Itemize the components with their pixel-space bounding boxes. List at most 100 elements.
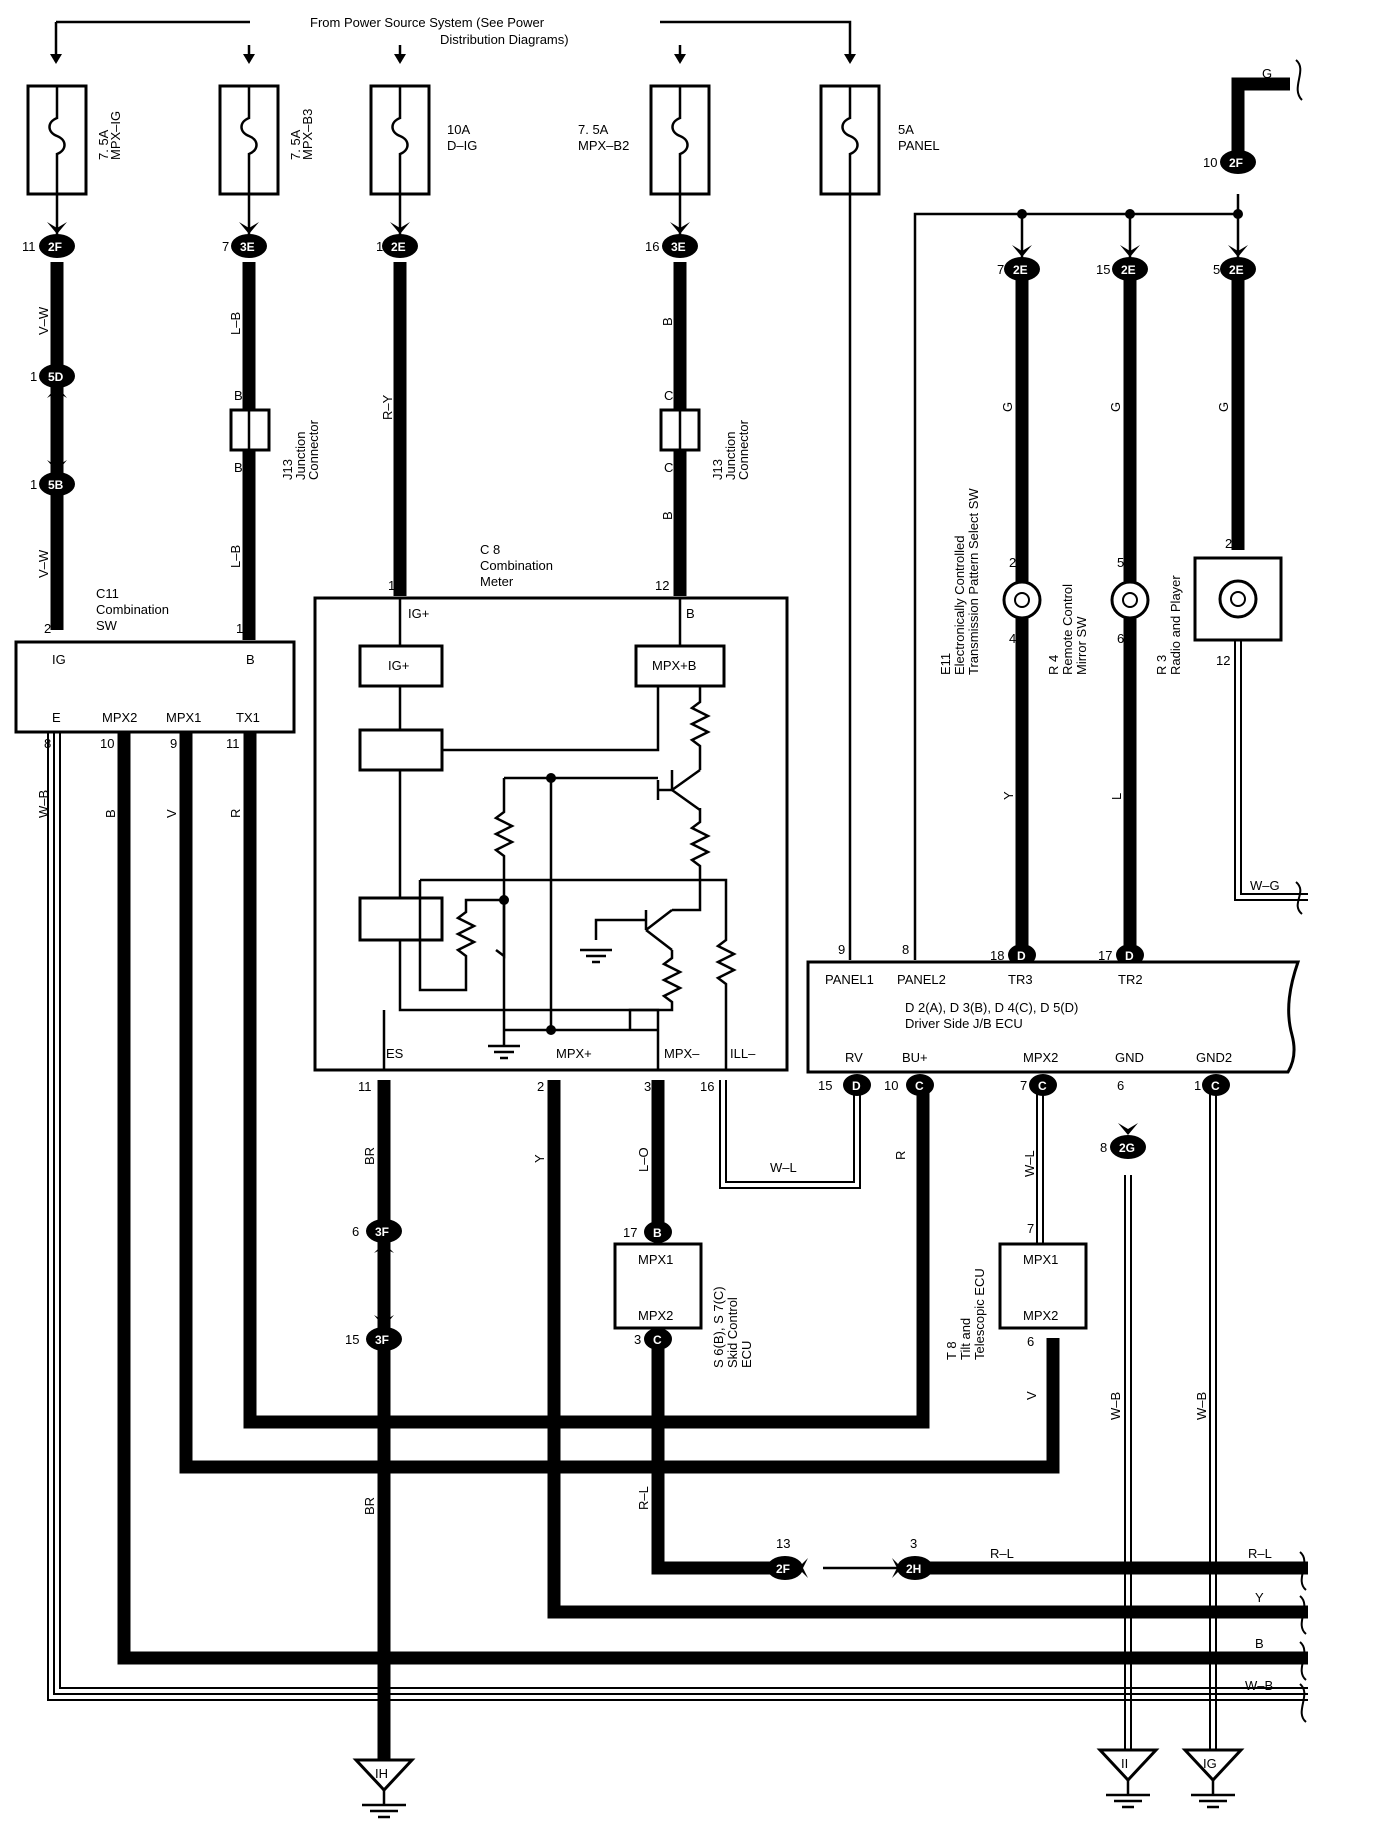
svg-text:2: 2 — [537, 1079, 544, 1094]
svg-text:2: 2 — [44, 621, 51, 636]
svg-text:6: 6 — [352, 1224, 359, 1239]
svg-text:15: 15 — [818, 1078, 832, 1093]
connector-ovals: 2F 3E 2E 3E 5D 5B 2F 2E 2E 2E D D D C C … — [39, 150, 1256, 1580]
svg-text:2H: 2H — [906, 1562, 921, 1576]
fuse-name: PANEL — [898, 138, 940, 153]
connector-arrows — [47, 222, 1248, 1578]
svg-text:MPX2: MPX2 — [1023, 1308, 1058, 1323]
svg-text:J13: J13 — [710, 459, 725, 480]
svg-text:ECU: ECU — [739, 1341, 754, 1368]
svg-text:11: 11 — [22, 239, 36, 254]
svg-text:Meter: Meter — [480, 574, 514, 589]
junction-pin: C — [664, 460, 673, 475]
svg-text:Connector: Connector — [736, 419, 751, 480]
svg-text:12: 12 — [655, 578, 669, 593]
svg-text:1: 1 — [376, 239, 383, 254]
svg-text:D: D — [1125, 949, 1134, 963]
connector-2H-3: 2H — [897, 1556, 933, 1580]
svg-text:Connector: Connector — [306, 419, 321, 480]
svg-text:Electronically Controlled: Electronically Controlled — [952, 536, 967, 675]
svg-text:2E: 2E — [1121, 263, 1136, 277]
svg-text:2: 2 — [1009, 555, 1016, 570]
svg-text:TR3: TR3 — [1008, 972, 1033, 987]
connector-C-1: C — [1202, 1074, 1230, 1096]
svg-text:2F: 2F — [776, 1562, 790, 1576]
svg-text:8: 8 — [902, 942, 909, 957]
svg-text:10: 10 — [100, 736, 114, 751]
svg-text:B: B — [660, 317, 675, 326]
junction-connector-left — [229, 408, 271, 452]
svg-text:IG: IG — [52, 652, 66, 667]
fuse-name: MPX–B2 — [578, 138, 629, 153]
r4-switch — [1110, 580, 1150, 620]
r3-code: R 3 — [1154, 655, 1169, 675]
svg-text:V: V — [1024, 1391, 1039, 1400]
svg-text:8: 8 — [44, 736, 51, 751]
t8-tilt-telescopic-ecu — [998, 1242, 1088, 1330]
c8-code: C 8 — [480, 542, 500, 557]
e11-code: E11 — [938, 653, 953, 675]
svg-text:G: G — [1262, 66, 1272, 81]
svg-text:2: 2 — [1225, 536, 1232, 551]
ground-ig-label: IG — [1203, 1756, 1217, 1771]
svg-text:4: 4 — [1009, 631, 1016, 646]
svg-text:17: 17 — [1098, 948, 1112, 963]
svg-text:MPX2: MPX2 — [1023, 1050, 1058, 1065]
svg-text:B: B — [653, 1226, 662, 1240]
svg-text:3F: 3F — [375, 1225, 389, 1239]
svg-text:11: 11 — [226, 736, 240, 751]
svg-text:Junction: Junction — [293, 432, 308, 480]
svg-text:8: 8 — [1100, 1140, 1107, 1155]
svg-text:Mirror SW: Mirror SW — [1074, 616, 1089, 675]
d2-title: D 2(A), D 3(B), D 4(C), D 5(D) — [905, 1000, 1078, 1015]
svg-text:BU+: BU+ — [902, 1050, 928, 1065]
connector-2E-15: 2E — [1112, 257, 1148, 281]
svg-text:C: C — [915, 1079, 924, 1093]
svg-text:RV: RV — [845, 1050, 863, 1065]
svg-text:6: 6 — [1117, 1078, 1124, 1093]
svg-text:Telescopic ECU: Telescopic ECU — [972, 1268, 987, 1360]
svg-text:D: D — [852, 1079, 861, 1093]
svg-text:SW: SW — [96, 618, 118, 633]
meter-block-2 — [358, 896, 444, 942]
s6-skid-control-ecu — [613, 1242, 703, 1330]
svg-text:J13: J13 — [280, 459, 295, 480]
svg-text:10: 10 — [1203, 155, 1217, 170]
svg-text:10: 10 — [884, 1078, 898, 1093]
svg-text:B: B — [1255, 1636, 1264, 1651]
junction-dots — [1017, 209, 1243, 219]
svg-text:11: 11 — [358, 1079, 372, 1094]
svg-text:2E: 2E — [391, 240, 406, 254]
svg-text:B: B — [246, 652, 255, 667]
svg-text:W–B: W–B — [1108, 1392, 1123, 1420]
wire-break-marks — [1295, 59, 1307, 1723]
svg-text:ILL–: ILL– — [730, 1046, 756, 1061]
svg-text:BR: BR — [362, 1147, 377, 1165]
svg-text:2G: 2G — [1119, 1141, 1135, 1155]
ground-ih-icon — [352, 1758, 416, 1819]
connector-3E-16: 3E — [662, 234, 698, 258]
junction-connector-right — [659, 408, 701, 452]
fuse-mpx-b3 — [218, 84, 280, 196]
svg-text:MPX2: MPX2 — [102, 710, 137, 725]
svg-text:G: G — [1108, 402, 1123, 412]
svg-text:Combination: Combination — [96, 602, 169, 617]
svg-text:1: 1 — [236, 621, 243, 636]
svg-text:3F: 3F — [375, 1333, 389, 1347]
svg-text:V: V — [164, 809, 179, 818]
svg-text:PANEL2: PANEL2 — [897, 972, 946, 987]
svg-text:2E: 2E — [1229, 263, 1244, 277]
svg-text:5D: 5D — [48, 370, 64, 384]
svg-text:R: R — [228, 809, 243, 818]
svg-text:1: 1 — [388, 578, 395, 593]
svg-text:MPX1: MPX1 — [638, 1252, 673, 1267]
source-line-right — [660, 20, 852, 62]
fuse-name: MPX–B3 — [300, 109, 315, 160]
svg-text:2E: 2E — [1013, 263, 1028, 277]
svg-text:Transmission Pattern Select SW: Transmission Pattern Select SW — [966, 488, 981, 675]
fuse-panel — [819, 84, 881, 196]
svg-text:L–B: L–B — [228, 312, 243, 335]
svg-text:13: 13 — [776, 1536, 790, 1551]
svg-text:2F: 2F — [48, 240, 62, 254]
connector-2F-10: 2F — [1220, 150, 1256, 174]
